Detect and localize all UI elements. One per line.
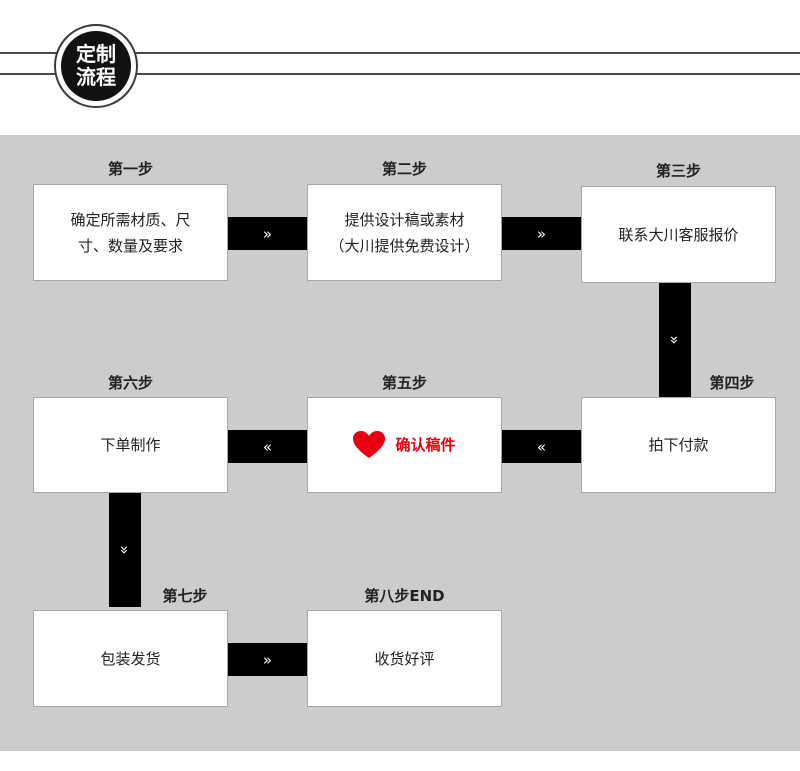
arrow-right-icon: » bbox=[262, 224, 273, 243]
header-rule-bottom bbox=[0, 73, 800, 75]
step-4-label: 第四步 bbox=[709, 374, 755, 392]
arrow-1-to-2: » bbox=[228, 217, 307, 250]
arrow-3-to-4: » bbox=[659, 283, 691, 397]
arrow-down-icon: » bbox=[116, 545, 134, 555]
step-8-label: 第八步END bbox=[364, 587, 445, 605]
step-2-text-line2: （大川提供免费设计） bbox=[329, 236, 480, 255]
step-7-box: 包装发货 bbox=[33, 610, 228, 707]
arrow-down-icon: » bbox=[666, 335, 684, 345]
title-badge: 定制 流程 bbox=[54, 24, 138, 108]
badge-title-line1: 定制 bbox=[76, 42, 116, 66]
badge-title-line2: 流程 bbox=[76, 65, 116, 89]
step-5-label: 第五步 bbox=[381, 374, 427, 392]
step-1-label: 第一步 bbox=[107, 160, 153, 178]
arrow-2-to-3: » bbox=[502, 217, 581, 250]
step-5-box: 确认稿件 bbox=[307, 397, 502, 493]
step-1-text-line2: 寸、数量及要求 bbox=[77, 236, 183, 255]
step-2-box: 提供设计稿或素材 （大川提供免费设计） bbox=[307, 184, 502, 281]
step-5-text: 确认稿件 bbox=[395, 436, 456, 454]
step-7-label: 第七步 bbox=[162, 587, 208, 605]
step-3-label: 第三步 bbox=[655, 162, 701, 180]
arrow-left-icon: « bbox=[262, 437, 273, 456]
step-4-text: 拍下付款 bbox=[648, 436, 709, 454]
heart-icon bbox=[353, 431, 386, 458]
arrow-7-to-8: » bbox=[228, 643, 307, 676]
header-rule-top bbox=[0, 52, 800, 54]
step-6-text: 下单制作 bbox=[100, 436, 161, 454]
arrow-right-icon: » bbox=[536, 224, 547, 243]
step-3-box: 联系大川客服报价 bbox=[581, 186, 776, 283]
arrow-left-icon: « bbox=[536, 437, 547, 456]
arrow-4-to-5: « bbox=[502, 430, 581, 463]
step-6-label: 第六步 bbox=[107, 374, 153, 392]
arrow-right-icon: » bbox=[262, 650, 273, 669]
title-badge-inner: 定制 流程 bbox=[61, 31, 131, 101]
step-2-label: 第二步 bbox=[381, 160, 427, 178]
arrow-5-to-6: « bbox=[228, 430, 307, 463]
step-8-box: 收货好评 bbox=[307, 610, 502, 707]
step-1-box: 确定所需材质、尺 寸、数量及要求 bbox=[33, 184, 228, 281]
step-4-box: 拍下付款 bbox=[581, 397, 776, 493]
step-6-box: 下单制作 bbox=[33, 397, 228, 493]
step-3-text: 联系大川客服报价 bbox=[618, 225, 739, 244]
step-2-text-line1: 提供设计稿或素材 bbox=[344, 210, 465, 229]
step-1-text-line1: 确定所需材质、尺 bbox=[70, 210, 191, 229]
step-8-text: 收货好评 bbox=[374, 649, 435, 668]
step-7-text: 包装发货 bbox=[100, 649, 161, 668]
arrow-6-to-7: » bbox=[109, 493, 141, 607]
